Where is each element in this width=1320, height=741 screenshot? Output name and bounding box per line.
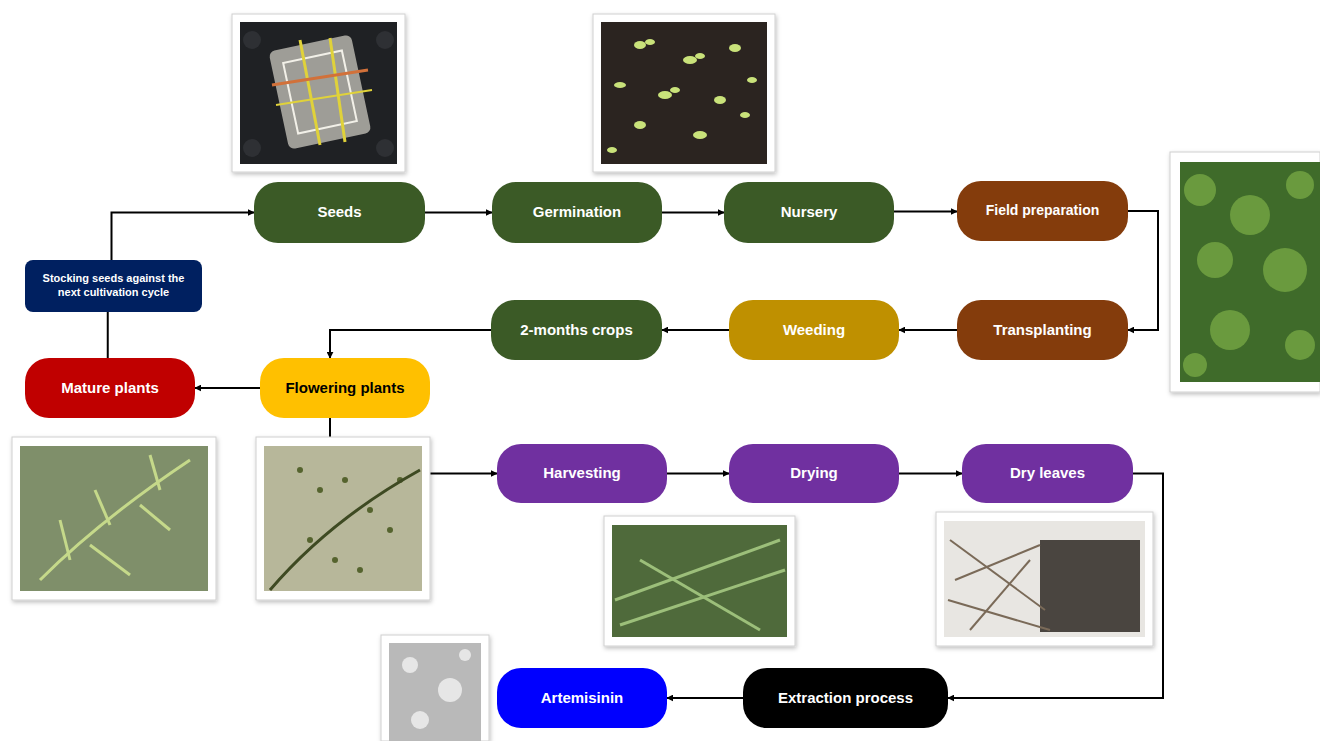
rubber-band <box>276 90 372 105</box>
process-box: Field preparation <box>957 181 1128 241</box>
photo-frame <box>256 437 430 600</box>
tray-cell <box>243 31 261 49</box>
photo-frame <box>593 14 775 172</box>
box-label: Mature plants <box>61 379 159 398</box>
flow-arrow <box>112 213 255 261</box>
flow-arrow <box>667 697 743 699</box>
stem <box>270 470 420 590</box>
germination-photo <box>593 14 775 172</box>
flow-arrow <box>899 329 957 331</box>
artemisinin-photo <box>381 635 489 741</box>
photo-ground <box>240 22 397 164</box>
photo-frame <box>381 635 489 741</box>
box-label: Flowering plants <box>285 379 404 398</box>
seedlings <box>607 39 757 153</box>
box-label: Seeds <box>317 203 361 222</box>
seeds-photo <box>232 14 405 172</box>
flow-arrow <box>425 212 492 214</box>
dry-leaves-photo <box>936 512 1153 646</box>
process-box: Harvesting <box>497 444 667 503</box>
box-label: Field preparation <box>986 202 1100 220</box>
field-plant-photo <box>1170 152 1320 392</box>
crystal-ground <box>389 643 481 741</box>
flower-buds <box>297 467 403 573</box>
box-label: Drying <box>790 464 838 483</box>
box-label: 2-months crops <box>520 321 633 340</box>
tray-cell <box>376 31 394 49</box>
flow-arrow <box>662 212 724 214</box>
flow-arrow <box>1128 211 1158 330</box>
photo-ground <box>944 521 1145 637</box>
box-label: Artemisinin <box>541 689 624 708</box>
box-label: Dry leaves <box>1010 464 1085 483</box>
photo-frame <box>936 512 1153 646</box>
rubber-band <box>330 38 345 142</box>
process-box: Drying <box>729 444 899 503</box>
process-box: Artemisinin <box>497 668 667 728</box>
box-label: Germination <box>533 203 621 222</box>
rubber-band <box>272 70 368 85</box>
flow-arrow <box>899 473 962 475</box>
box-label: Harvesting <box>543 464 621 483</box>
flow-arrow <box>662 329 729 331</box>
feathery-branches <box>40 455 190 580</box>
photo-frame <box>232 14 405 172</box>
seed-box-rim <box>283 51 357 134</box>
soil <box>601 22 767 164</box>
process-box: Nursery <box>724 182 894 243</box>
mature-plant-photo <box>12 437 216 600</box>
process-box: Weeding <box>729 300 899 360</box>
flow-arrow <box>195 387 260 389</box>
dry-stems <box>948 540 1050 630</box>
foliage-leaves <box>1183 171 1315 377</box>
flow-arrow <box>667 473 729 475</box>
process-box: 2-months crops <box>491 300 662 360</box>
tray-cell <box>376 139 394 157</box>
crystals <box>402 649 471 729</box>
flowering-plant-photo <box>256 437 430 600</box>
box-label: Stocking seeds against the next cultivat… <box>37 272 190 300</box>
flow-arrow <box>330 330 491 358</box>
photo-ground <box>264 446 422 591</box>
box-label: Weeding <box>783 321 845 340</box>
foliage <box>1180 162 1320 382</box>
process-box: Extraction process <box>743 668 948 728</box>
flow-arrow <box>894 211 957 213</box>
photo-frame <box>1170 152 1320 392</box>
process-box: Flowering plants <box>260 358 430 418</box>
dry-leaf-tray <box>1040 540 1140 632</box>
box-label: Nursery <box>781 203 838 222</box>
tray-cell <box>243 139 261 157</box>
process-box: Germination <box>492 182 662 243</box>
process-box: Dry leaves <box>962 444 1133 503</box>
seed-box <box>269 34 372 149</box>
photo-ground <box>20 446 208 591</box>
rubber-band <box>300 40 320 145</box>
photo-ground <box>612 525 787 637</box>
process-box: Stocking seeds against the next cultivat… <box>25 260 202 312</box>
process-box: Seeds <box>254 182 425 243</box>
harvest-photo <box>604 516 795 646</box>
process-box: Transplanting <box>957 300 1128 360</box>
flow-arrow <box>107 312 109 358</box>
harvested-branches <box>615 540 785 630</box>
photo-frame <box>604 516 795 646</box>
box-label: Transplanting <box>993 321 1091 340</box>
photo-frame <box>12 437 216 600</box>
process-box: Mature plants <box>25 358 195 418</box>
box-label: Extraction process <box>778 689 913 708</box>
